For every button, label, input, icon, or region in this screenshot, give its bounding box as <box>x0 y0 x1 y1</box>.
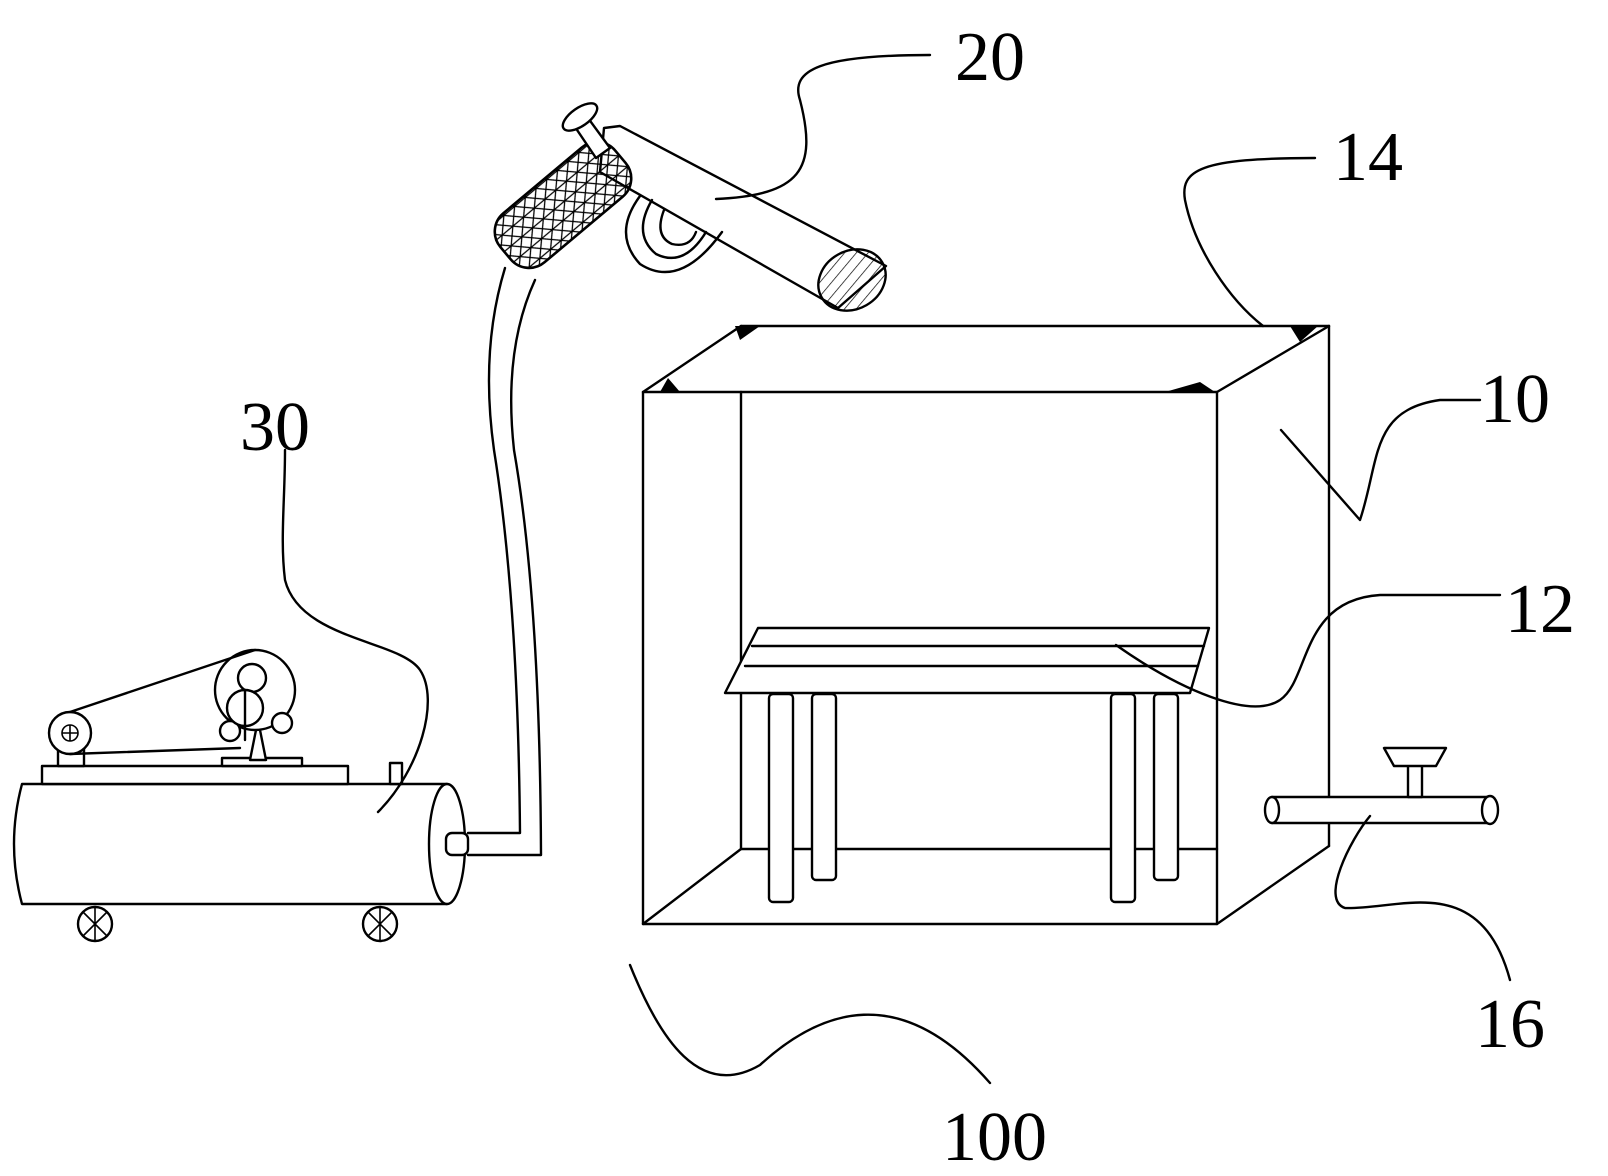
spray-gun <box>493 102 888 312</box>
reference-labels: 20 14 10 12 16 30 100 <box>240 19 1575 1176</box>
label-spray-gun: 20 <box>955 19 1025 96</box>
label-table: 12 <box>1505 571 1575 648</box>
table <box>723 626 1211 904</box>
label-valve-pipe: 16 <box>1475 986 1545 1063</box>
air-hose <box>466 266 543 857</box>
box-enclosure <box>641 324 1331 926</box>
valve-pipe <box>1263 746 1500 826</box>
label-top-edge: 14 <box>1333 119 1403 196</box>
label-assembly: 100 <box>942 1099 1047 1176</box>
label-compressor: 30 <box>240 389 310 466</box>
leader-lines <box>281 53 1512 1085</box>
spray-nozzle <box>817 248 887 312</box>
air-compressor <box>12 648 470 943</box>
gun-grip <box>493 140 633 270</box>
wheel <box>76 905 114 943</box>
wheel <box>361 905 399 943</box>
label-box: 10 <box>1480 361 1550 438</box>
